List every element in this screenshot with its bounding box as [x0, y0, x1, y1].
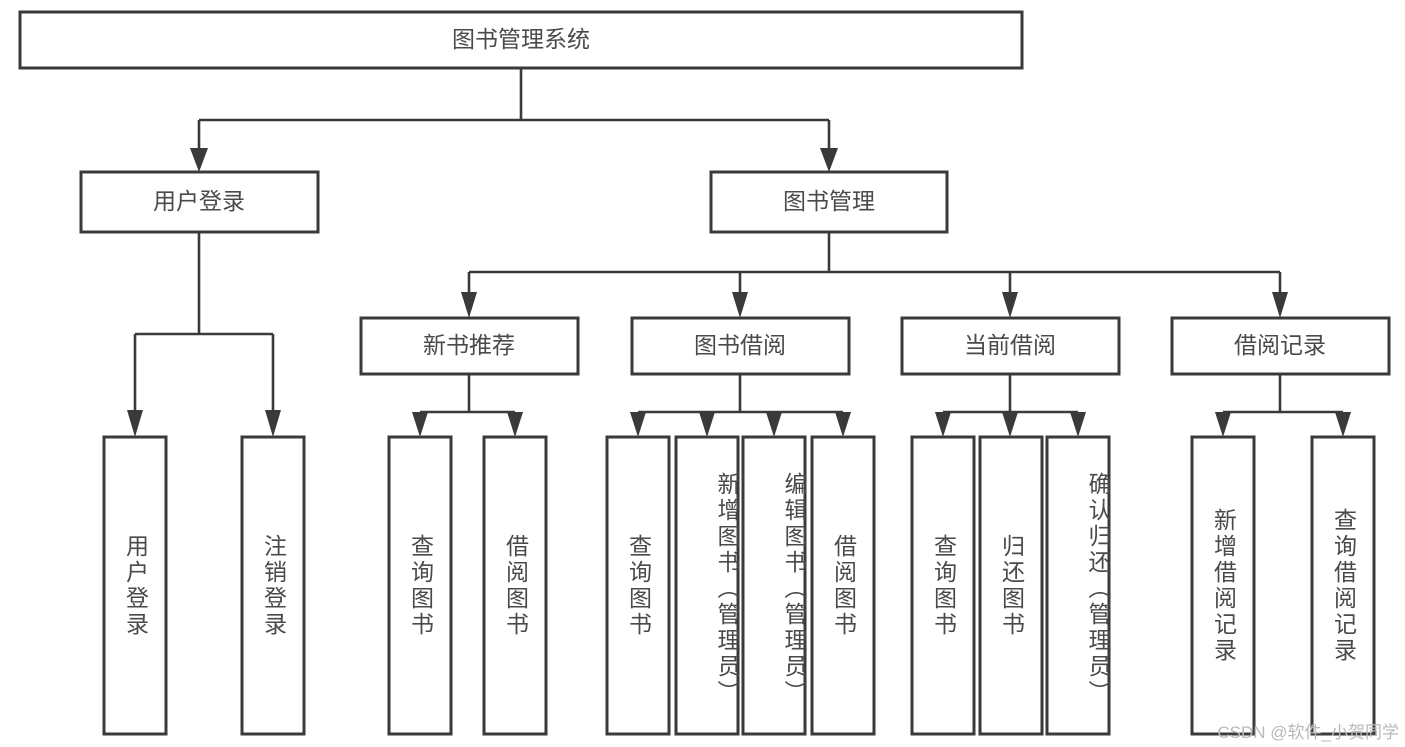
- node-user-login-rect[interactable]: [79, 170, 320, 234]
- node-book-management[interactable]: 图书管理: [709, 170, 949, 234]
- connector-group-root: [190, 68, 838, 172]
- node-borrow-record-label: 借阅记录: [1234, 332, 1326, 358]
- node-user-login-label: 用户登录: [153, 188, 245, 214]
- node-borrow-record[interactable]: 借阅记录: [1170, 316, 1391, 376]
- arrow-head-leaf-userlogin-2: [265, 410, 281, 437]
- node-book-borrow-rect[interactable]: [630, 316, 851, 376]
- node-current-borrow-rect[interactable]: [900, 316, 1121, 376]
- leaf-rect-new-book-1[interactable]: [387, 435, 453, 736]
- leaf-rect-book-borrow-4[interactable]: [810, 435, 876, 736]
- leaf-boxes-borrow-record: [1190, 435, 1376, 736]
- leaf-boxes-book-borrow: [605, 435, 876, 736]
- leaf-rect-book-borrow-1[interactable]: [605, 435, 671, 736]
- arrow-head-leaf-currentborrow-1: [935, 412, 951, 437]
- arrow-head-borrowrecord: [1272, 292, 1288, 318]
- arrow-head-leaf-bookborrow-1: [630, 412, 646, 437]
- node-book-borrow-label: 图书借阅: [694, 332, 786, 358]
- connector-group-bookmgmt: [461, 232, 1288, 318]
- node-new-book-recommend[interactable]: 新书推荐: [359, 316, 580, 376]
- node-book-management-label: 图书管理: [783, 188, 875, 214]
- leaf-rect-current-borrow-2[interactable]: [978, 435, 1044, 736]
- leaf-rect-user-login-1[interactable]: [102, 435, 168, 736]
- leaf-rect-book-borrow-2[interactable]: [674, 435, 740, 736]
- leaf-boxes-current-borrow: [910, 435, 1111, 736]
- connector-group-userlogin: [127, 232, 281, 437]
- arrow-head-bookmgmt: [820, 148, 838, 172]
- leaf-rect-borrow-record-1[interactable]: [1190, 435, 1256, 736]
- node-borrow-record-rect[interactable]: [1170, 316, 1391, 376]
- arrow-head-bookborrow: [732, 292, 748, 318]
- node-new-book-recommend-rect[interactable]: [359, 316, 580, 376]
- arrow-head-leaf-userlogin-1: [127, 410, 143, 437]
- arrow-head-userlogin: [190, 148, 208, 172]
- leaf-boxes-user-login: [102, 435, 306, 736]
- node-book-borrow[interactable]: 图书借阅: [630, 316, 851, 376]
- leaf-rect-book-borrow-3[interactable]: [741, 435, 807, 736]
- arrow-head-leaf-currentborrow-3: [1070, 412, 1086, 437]
- arrow-head-currentborrow: [1002, 292, 1018, 318]
- arrow-head-leaf-newbook-1: [412, 412, 428, 437]
- arrow-head-leaf-borrowrecord-2: [1335, 412, 1351, 437]
- node-new-book-recommend-label: 新书推荐: [423, 332, 515, 358]
- node-book-management-rect[interactable]: [709, 170, 949, 234]
- node-user-login[interactable]: 用户登录: [79, 170, 320, 234]
- node-root-label: 图书管理系统: [452, 26, 590, 52]
- leaf-rect-current-borrow-3[interactable]: [1045, 435, 1111, 736]
- leaf-rect-borrow-record-2[interactable]: [1310, 435, 1376, 736]
- connector-group-borrowrecord: [1215, 374, 1351, 437]
- arrow-head-leaf-newbook-2: [507, 412, 523, 437]
- csdn-watermark: CSDN @软件_小贺同学: [1217, 723, 1399, 742]
- connector-group-newbook: [412, 374, 523, 437]
- connector-group-bookborrow: [630, 374, 851, 437]
- leaf-rect-user-login-2[interactable]: [240, 435, 306, 736]
- node-current-borrow-label: 当前借阅: [964, 332, 1056, 358]
- leaf-boxes-new-book-recommend: [387, 435, 548, 736]
- connector-group-currentborrow: [935, 374, 1086, 437]
- arrow-head-leaf-currentborrow-2: [1002, 412, 1018, 437]
- node-current-borrow[interactable]: 当前借阅: [900, 316, 1121, 376]
- node-root[interactable]: 图书管理系统: [18, 10, 1024, 70]
- arrow-head-leaf-borrowrecord-1: [1215, 412, 1231, 437]
- arrow-head-leaf-bookborrow-2: [699, 412, 715, 437]
- arrow-head-newbook: [461, 292, 477, 318]
- leaf-rect-new-book-2[interactable]: [482, 435, 548, 736]
- arrow-head-leaf-bookborrow-3: [766, 412, 782, 437]
- node-root-rect[interactable]: [18, 10, 1024, 70]
- leaf-rect-current-borrow-1[interactable]: [910, 435, 976, 736]
- arrow-head-leaf-bookborrow-4: [835, 412, 851, 437]
